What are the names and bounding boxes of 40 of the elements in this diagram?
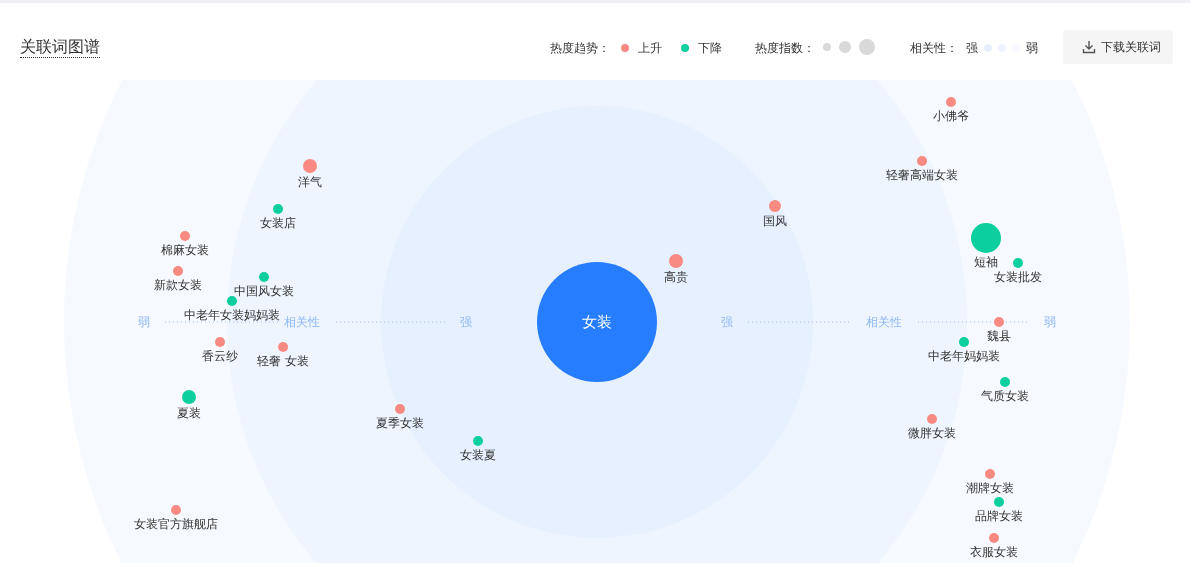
axis-label: 强 [460,313,472,331]
axis-label: 相关性 [284,313,320,331]
keyword-label: 衣服女装 [970,545,1018,559]
header-caption: 热度趋势： [550,40,610,57]
keyword-label: 新款女装 [154,278,202,292]
keyword-label: 轻奢 女装 [257,354,309,368]
keyword-label: 中国风女装 [234,284,294,298]
keyword-label: 短袖 [974,255,998,269]
keyword-label: 女装夏 [460,448,496,462]
header-caption: 热度指数： [755,40,815,57]
legend-label: 下降 [698,40,722,57]
keyword-label: 香云纱 [202,349,238,363]
keyword-label: 女装官方旗舰店 [134,517,218,531]
keyword-label: 魏县 [987,329,1011,343]
keyword-label: 小佛爷 [933,109,969,123]
keyword-label: 洋气 [298,175,322,189]
keyword-label: 潮牌女装 [966,481,1014,495]
keyword-label: 品牌女装 [975,509,1023,523]
header-caption: 强 [966,40,978,57]
keyword-label: 高贵 [664,270,688,284]
header-caption: 弱 [1026,40,1038,57]
keyword-label: 夏季女装 [376,416,424,430]
keyword-label: 轻奢高端女装 [886,168,958,182]
heading: 关联词图谱 [20,37,100,58]
keyword-label: 中老年女装妈妈装 [184,308,280,322]
keyword-label: 中老年妈妈装 [928,349,1000,363]
keyword-label: 女装店 [260,216,296,230]
keyword-label: 气质女装 [981,389,1029,403]
axis-label: 弱 [1044,313,1056,331]
keyword-label: 夏装 [177,406,201,420]
keyword-label: 棉麻女装 [161,243,209,257]
axis-label: 弱 [138,313,150,331]
keyword-label: 女装批发 [994,270,1042,284]
axis-label: 强 [721,313,733,331]
keyword-label: 微胖女装 [908,426,956,440]
keyword-label: 国风 [763,214,787,228]
header-caption: 相关性： [910,40,958,57]
axis-label: 相关性 [866,313,902,331]
legend-label: 上升 [638,40,662,57]
download-button: 下载关联词 [1063,30,1173,64]
